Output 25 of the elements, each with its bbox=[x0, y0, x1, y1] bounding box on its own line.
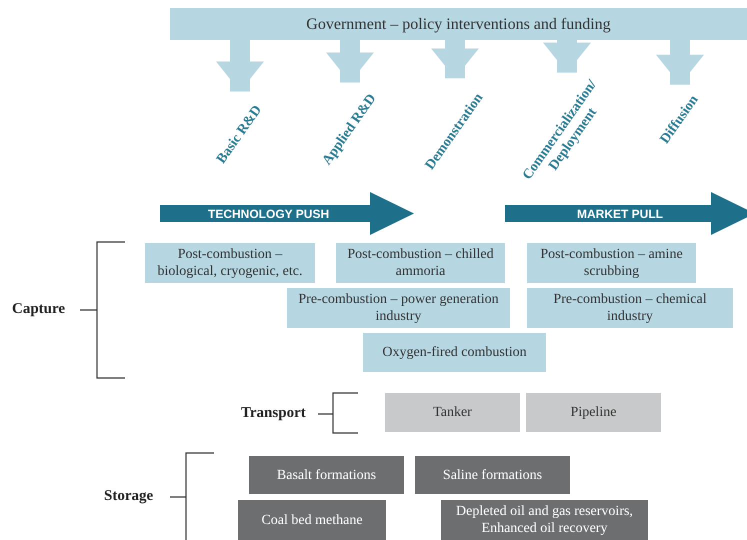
banner-bar: Government – policy interventions and funding bbox=[170, 8, 747, 40]
capture-box: Post-combustion – biological, cryogenic, etc. bbox=[145, 243, 315, 283]
storage-box: Depleted oil and gas reservoirs, Enhanced oil recovery bbox=[441, 500, 648, 540]
storage-box: Saline formations bbox=[415, 456, 570, 494]
storage-box: Basalt formations bbox=[249, 456, 404, 494]
block-arrow bbox=[656, 40, 704, 85]
capture-box: Pre-combustion – chemical industry bbox=[527, 288, 733, 328]
transport-box: Pipeline bbox=[526, 393, 661, 432]
group-label: Storage bbox=[104, 488, 154, 505]
arrow-label: MARKET PULL bbox=[577, 206, 663, 220]
capture-box: Post-combustion – chilled ammoria bbox=[336, 243, 505, 283]
banner-arrow bbox=[160, 192, 414, 235]
transport-box: Tanker bbox=[385, 393, 520, 432]
block-arrow bbox=[216, 40, 264, 92]
capture-box: Pre-combustion – power generation industry bbox=[287, 288, 510, 328]
block-arrow bbox=[431, 40, 479, 78]
block-arrow bbox=[326, 40, 374, 82]
block-arrow bbox=[543, 40, 591, 73]
capture-box: Post-combustion – amine scrubbing bbox=[527, 243, 696, 283]
group-label: Transport bbox=[241, 405, 306, 422]
arrow-label: TECHNOLOGY PUSH bbox=[208, 206, 330, 220]
banner-arrow bbox=[505, 192, 747, 235]
capture-box: Oxygen-fired combustion bbox=[363, 333, 546, 372]
group-label: Capture bbox=[12, 301, 66, 318]
storage-box: Coal bed methane bbox=[238, 500, 386, 540]
